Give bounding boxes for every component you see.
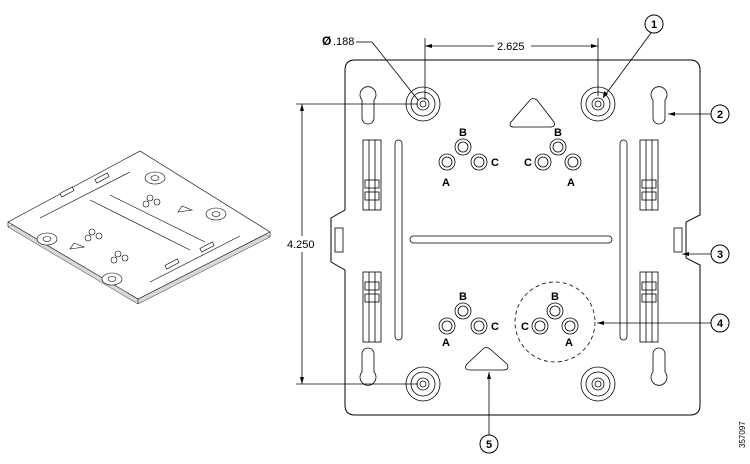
plan-view: B A C B C A B A C B C A Ø .188: [287, 14, 747, 454]
label-a: A: [442, 177, 450, 189]
callout-1: 1: [602, 14, 664, 99]
label-c: C: [491, 321, 499, 333]
keyhole-slots: [359, 86, 668, 386]
callout-4: 4: [597, 313, 730, 333]
label-c: C: [524, 157, 532, 169]
label-c: C: [521, 321, 529, 333]
long-slots: [394, 139, 628, 341]
label-a: A: [442, 337, 450, 349]
vertical-value: 4.250: [287, 239, 315, 251]
svg-text:2: 2: [717, 109, 723, 121]
triangle-top: [509, 98, 555, 128]
diameter-dimension: Ø .188: [322, 34, 419, 101]
label-c: C: [491, 157, 499, 169]
callout-2: 2: [668, 104, 730, 124]
triangle-bottom: [465, 347, 509, 371]
diameter-symbol: Ø: [322, 34, 331, 48]
side-clips: [334, 139, 683, 343]
label-b: B: [459, 291, 467, 303]
svg-text:3: 3: [717, 249, 723, 261]
plate-outline: [330, 59, 701, 416]
label-b: B: [551, 291, 559, 303]
isometric-view: [7, 150, 271, 305]
diameter-value: .188: [333, 36, 354, 48]
hole-group-labels: B A C B C A B A C B C A: [442, 127, 575, 349]
label-b: B: [554, 127, 562, 139]
horizontal-value: 2.625: [497, 41, 525, 53]
callout-5: 5: [479, 372, 499, 454]
horizontal-dimension: 2.625: [424, 38, 599, 100]
figure-id: 357097: [738, 421, 747, 448]
svg-text:4: 4: [717, 318, 724, 330]
label-a: A: [567, 177, 575, 189]
label-a: A: [565, 337, 573, 349]
callout-3: 3: [682, 244, 730, 264]
hole-groups: [438, 138, 596, 363]
svg-text:1: 1: [651, 19, 657, 31]
label-b: B: [459, 127, 467, 139]
svg-text:5: 5: [486, 439, 492, 451]
vertical-dimension: 4.250: [287, 103, 418, 385]
